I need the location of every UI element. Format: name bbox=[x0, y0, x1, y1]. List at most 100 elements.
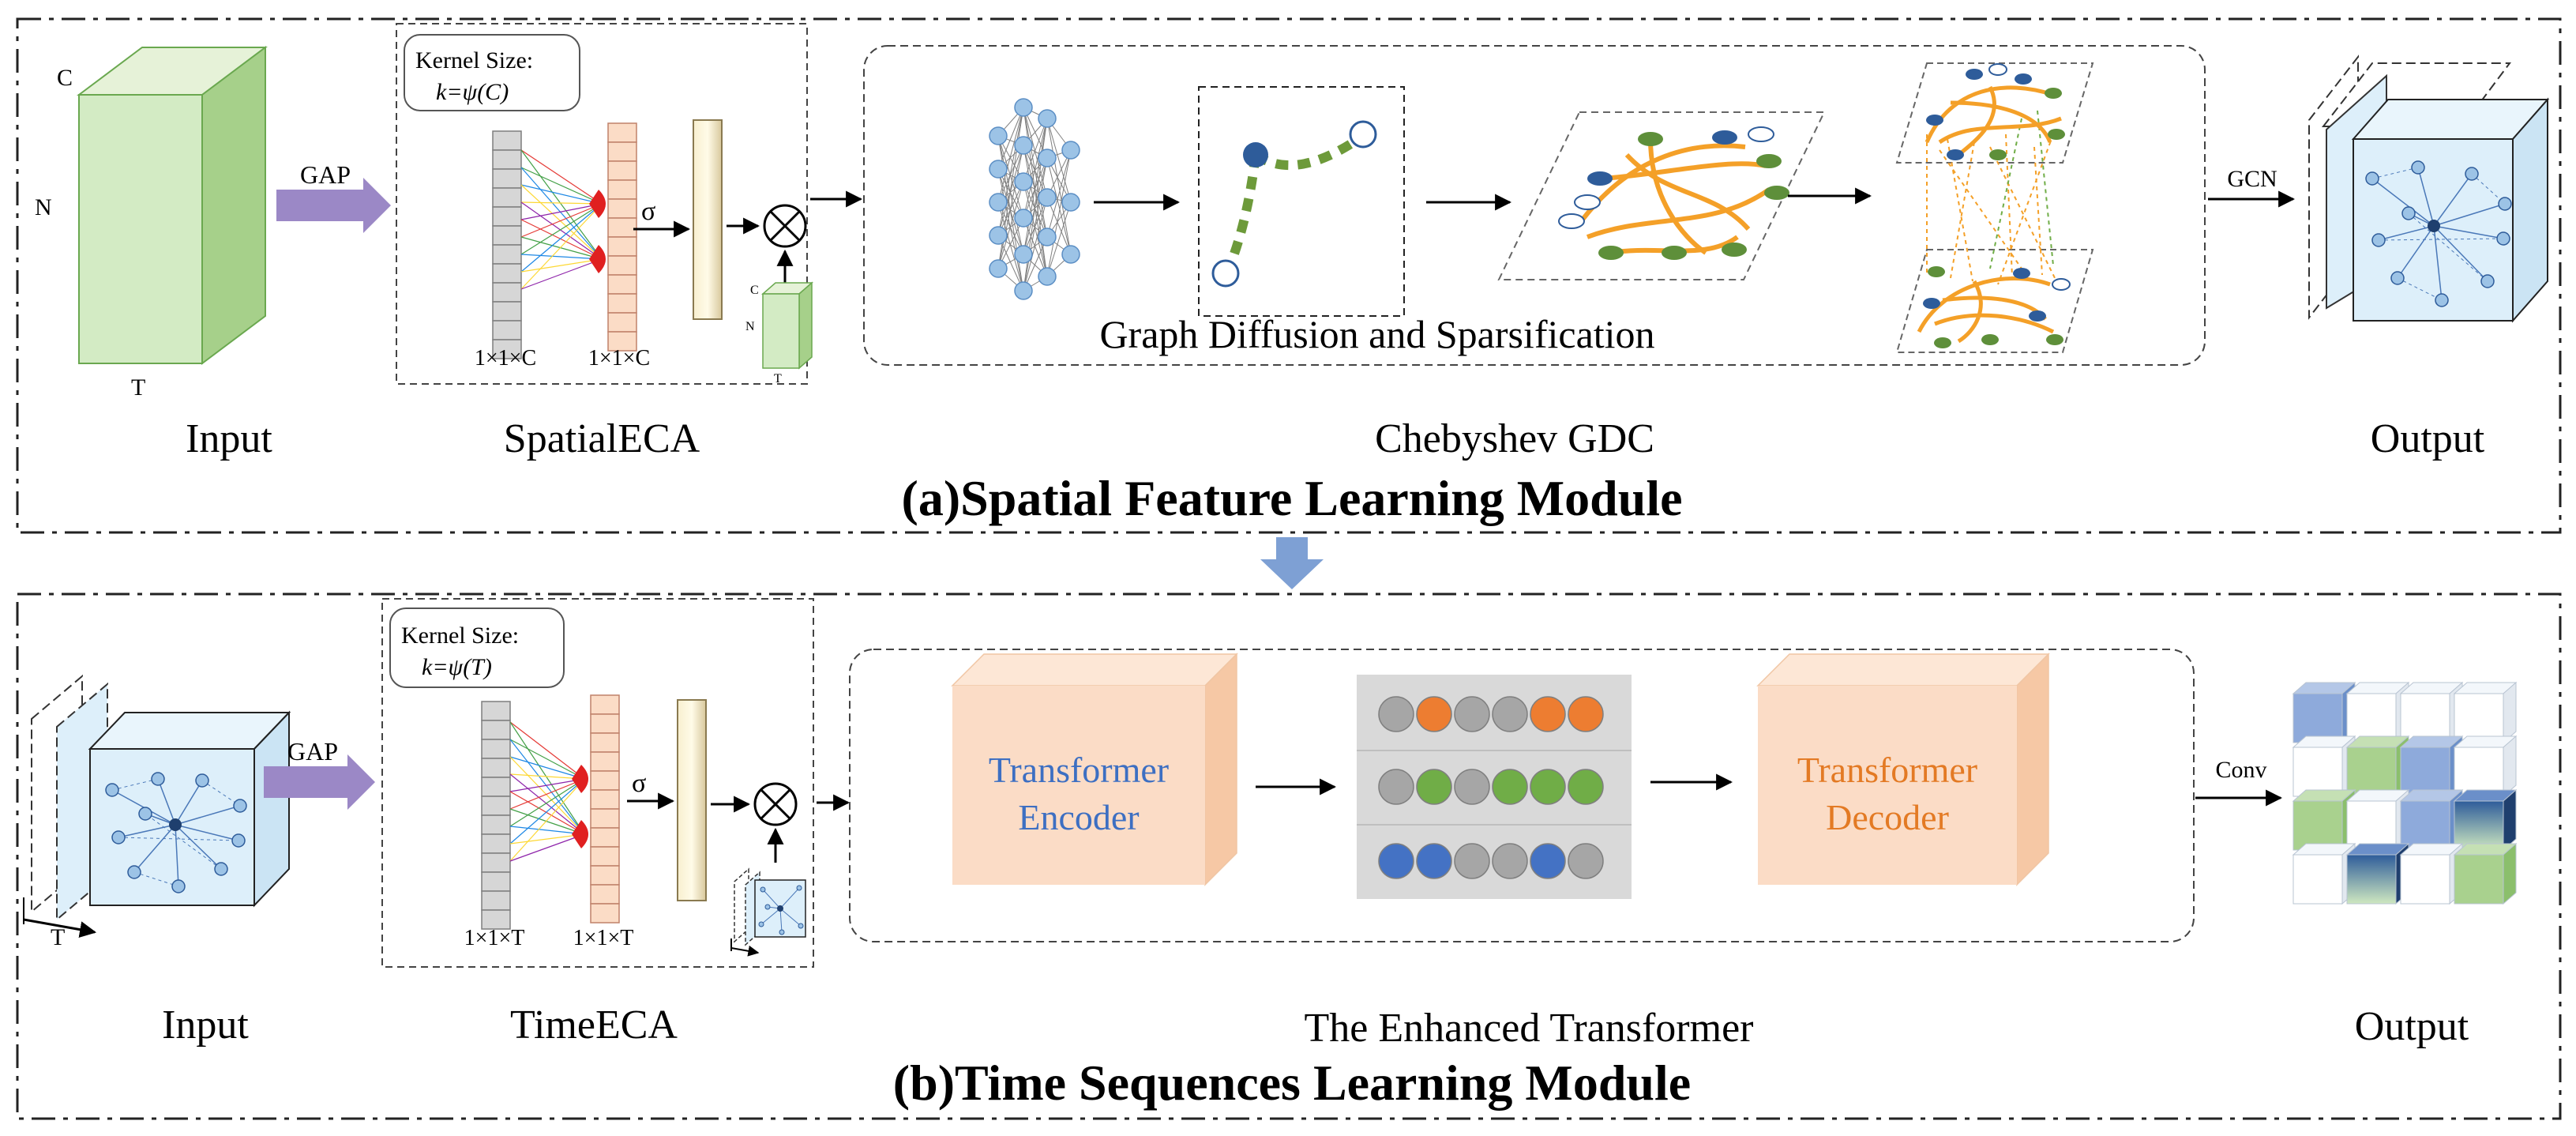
graph-edge bbox=[157, 778, 176, 826]
kernel-line bbox=[509, 826, 585, 835]
cube-front bbox=[2292, 693, 2343, 743]
pool-cell bbox=[481, 871, 511, 892]
cube-front bbox=[2346, 747, 2397, 797]
conv-cell bbox=[590, 808, 620, 829]
kernel-line bbox=[509, 721, 585, 835]
kernel-line bbox=[509, 833, 585, 844]
conv-cell bbox=[607, 293, 637, 314]
graph-node bbox=[195, 773, 209, 788]
graph-edge bbox=[2397, 277, 2443, 301]
cube-front bbox=[2454, 747, 2504, 797]
pool-cell bbox=[481, 796, 511, 816]
conv-cell bbox=[590, 789, 620, 810]
kernel-line bbox=[520, 203, 603, 290]
spatial-output-stack bbox=[2308, 55, 2550, 323]
graph-node bbox=[138, 807, 152, 821]
kernel-line bbox=[509, 739, 585, 835]
graph-edge bbox=[201, 780, 241, 807]
mlp-node bbox=[1061, 193, 1080, 212]
graph-hub bbox=[169, 818, 182, 831]
mlp-edge bbox=[997, 181, 1024, 269]
graph-node bbox=[2401, 206, 2416, 220]
mlp-edge bbox=[997, 201, 1024, 292]
mlp-edge bbox=[1046, 201, 1072, 277]
diffused-graph-plane bbox=[1497, 111, 1826, 280]
graph-edge bbox=[133, 824, 176, 873]
kernel-line bbox=[520, 203, 603, 220]
mlp-edge bbox=[997, 107, 1024, 203]
conv-cell bbox=[590, 846, 620, 867]
conv-cell bbox=[607, 198, 637, 219]
kernel-formula-b: k=ψ(T) bbox=[422, 654, 492, 680]
mlp-edge bbox=[997, 145, 1024, 203]
cube-front bbox=[2346, 854, 2397, 905]
mlp-node bbox=[1014, 281, 1033, 300]
mini-graph-stack-b bbox=[730, 867, 806, 957]
mlp-node bbox=[1061, 141, 1080, 160]
kernel-line bbox=[520, 149, 603, 205]
kernel-line bbox=[509, 778, 585, 844]
conv-cell bbox=[607, 217, 637, 238]
mlp-edge bbox=[1046, 149, 1072, 238]
cube-side bbox=[2503, 788, 2517, 852]
mlp-edge bbox=[1023, 236, 1048, 292]
output-graph-a bbox=[2365, 160, 2512, 307]
pool-cell bbox=[492, 339, 522, 359]
mlp-edge bbox=[997, 217, 1024, 269]
panel-b-title: (b)Time Sequences Learning Module bbox=[893, 1055, 1691, 1111]
mlp-node bbox=[989, 160, 1008, 179]
vec1-label-b: 1×1×T bbox=[464, 926, 525, 950]
pooled-vector-b bbox=[481, 701, 511, 930]
pool-cell bbox=[492, 206, 522, 227]
mlp-node bbox=[1014, 136, 1033, 155]
sigma-b: σ bbox=[632, 769, 646, 798]
decoder-line2: Decoder bbox=[1826, 797, 1949, 837]
pool-cell bbox=[492, 168, 522, 189]
graph-node bbox=[2371, 233, 2386, 247]
sigmoid-bar-a bbox=[693, 119, 723, 320]
kernel-line bbox=[520, 201, 603, 260]
mlp-edge bbox=[1046, 118, 1072, 203]
graph-node-open-1 bbox=[1349, 120, 1377, 149]
mlp-edge bbox=[997, 235, 1024, 292]
gap-arrow-b bbox=[264, 754, 375, 810]
mlp-node bbox=[1014, 172, 1033, 191]
mini-axis-n: N bbox=[745, 320, 755, 333]
input-axis-t: T bbox=[131, 374, 145, 401]
mlp-node bbox=[1014, 209, 1033, 228]
kernel-line bbox=[509, 739, 585, 780]
sigmoid-bar-b bbox=[677, 699, 707, 901]
mlp-edge bbox=[997, 107, 1024, 170]
kernel-line bbox=[520, 258, 603, 290]
graph-edge bbox=[175, 780, 203, 826]
conv-cell bbox=[607, 255, 637, 276]
graph-edge bbox=[2371, 167, 2419, 179]
mlp-edge bbox=[1023, 107, 1048, 198]
mlp-edge bbox=[997, 168, 1024, 292]
chebyshev-gdc-block: Graph Diffusion and Sparsification bbox=[863, 45, 2206, 366]
conv-cell bbox=[607, 122, 637, 143]
pool-cell bbox=[481, 758, 511, 778]
kernel-line bbox=[520, 219, 603, 260]
graph-node bbox=[2496, 231, 2510, 246]
pool-cell bbox=[492, 301, 522, 322]
vec1-label-a: 1×1×C bbox=[475, 346, 536, 371]
mlp-edge bbox=[1023, 118, 1048, 182]
conv-cell bbox=[607, 179, 637, 200]
panel-transition-arrow bbox=[1260, 537, 1324, 589]
mlp-edge bbox=[1046, 197, 1072, 255]
pool-cell bbox=[481, 701, 511, 721]
conv-cell bbox=[607, 236, 637, 257]
graph-edge bbox=[2378, 225, 2435, 241]
graph-node bbox=[2498, 197, 2512, 211]
spatial-output-label: Output bbox=[2371, 416, 2485, 461]
conv-vector-b bbox=[590, 694, 620, 923]
pooled-vector-a bbox=[492, 130, 522, 359]
encoder-line2: Encoder bbox=[1018, 797, 1139, 837]
graph-edge bbox=[118, 837, 239, 841]
pool-cell bbox=[492, 320, 522, 340]
pool-cell bbox=[481, 833, 511, 854]
decoder-line1: Transformer bbox=[1797, 750, 1977, 790]
mlp-edge bbox=[1023, 181, 1048, 238]
